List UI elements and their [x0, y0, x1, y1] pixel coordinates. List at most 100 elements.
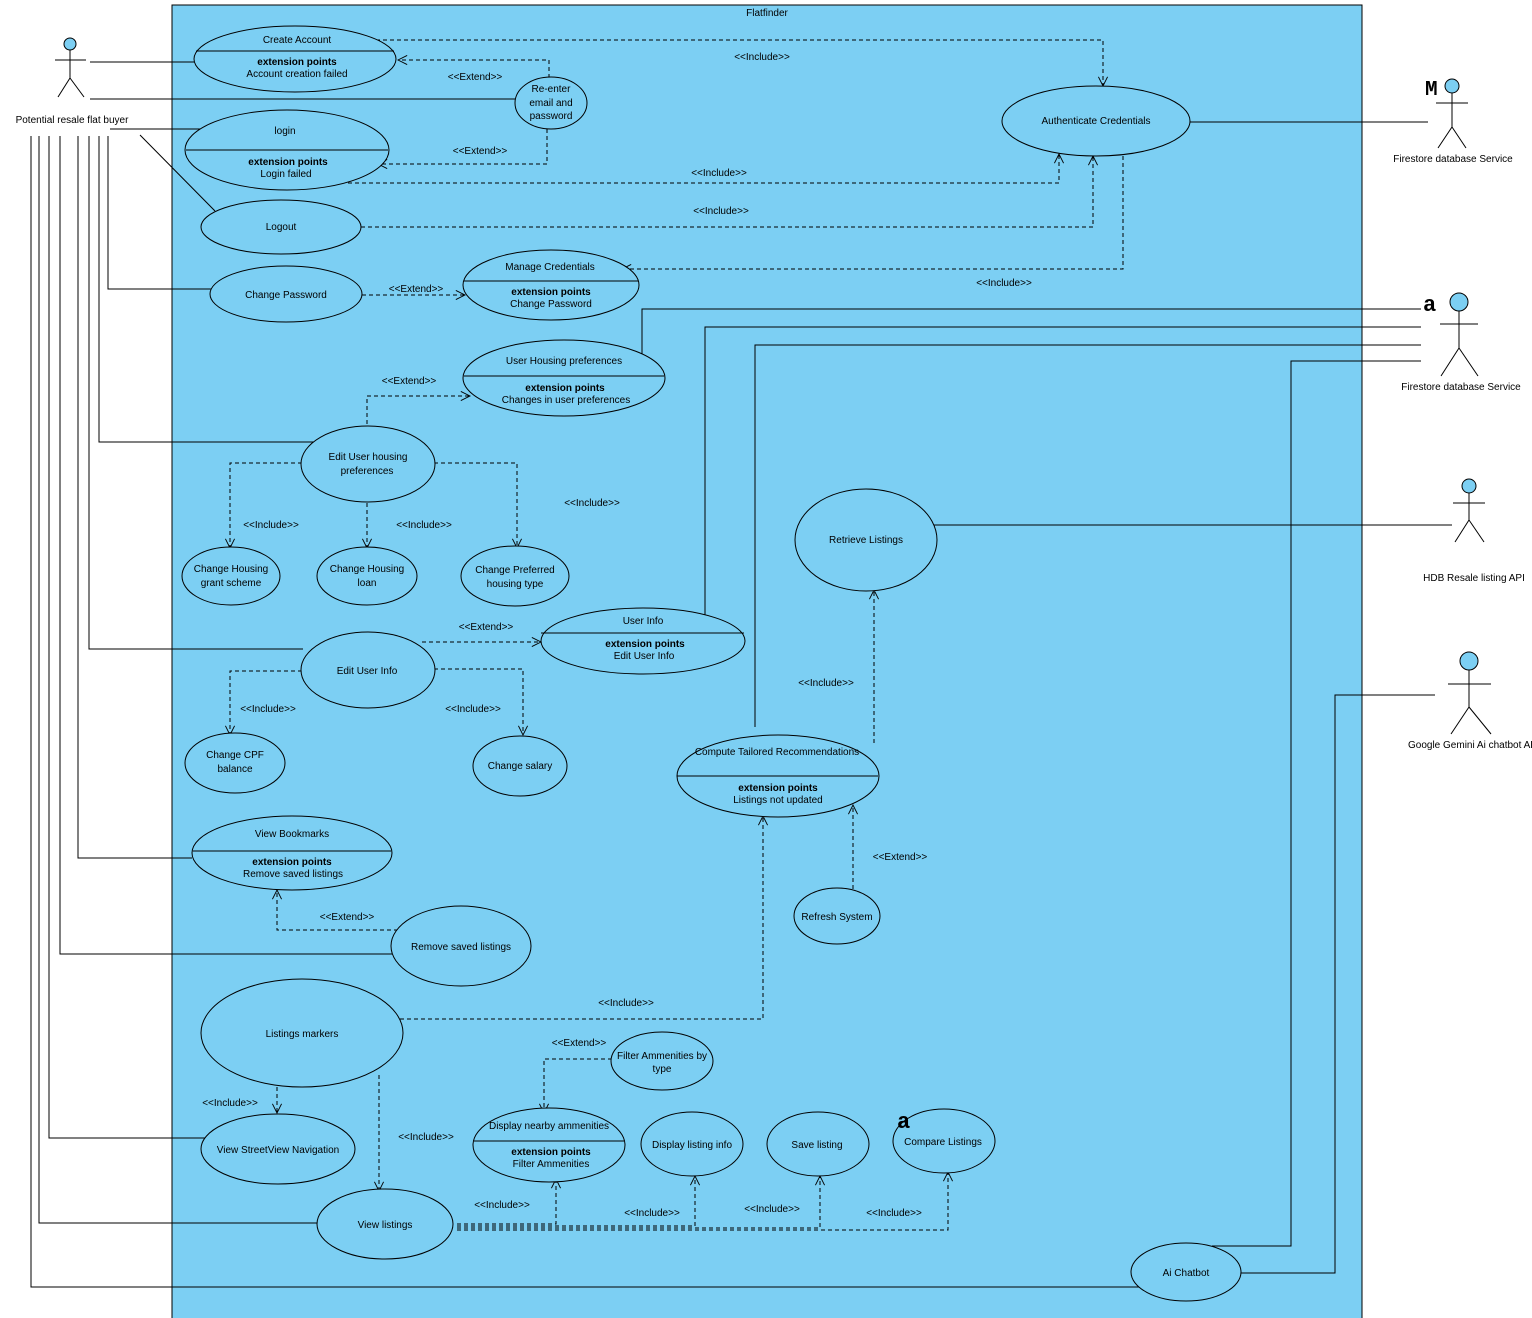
usecase-view-streetview[interactable]: View StreetView Navigation [200, 1113, 356, 1185]
include-label: <<Include>> [798, 678, 854, 689]
usecase-create-account[interactable]: Create Account extension points Account … [193, 25, 397, 93]
svg-text:Change Housing: Change Housing [330, 564, 405, 575]
svg-text:Display listing info: Display listing info [652, 1140, 732, 1151]
usecase-change-housing-loan[interactable]: Change Housing loan [316, 546, 418, 606]
usecase-edit-housing-preferences[interactable]: Edit User housing preferences [300, 425, 436, 503]
include-label: <<Include>> [691, 168, 747, 179]
svg-text:extension points: extension points [511, 1147, 591, 1158]
usecase-change-salary[interactable]: Change salary [472, 735, 568, 797]
include-label: <<Include>> [624, 1208, 680, 1219]
include-label: <<Include>> [398, 1132, 454, 1143]
actor-potential-buyer: Potential resale flat buyer [16, 37, 130, 126]
svg-text:balance: balance [217, 764, 252, 775]
stereotype-labels: <<Include>> <<Extend>> <<Extend>> <<Incl… [202, 52, 1032, 1219]
usecase-save-listing[interactable]: Save listing [766, 1111, 870, 1177]
actor-gemini-api: Google Gemini Ai chatbot API [1408, 651, 1532, 751]
usecase-edit-user-info[interactable]: Edit User Info [300, 631, 436, 709]
svg-text:User Housing preferences: User Housing preferences [506, 356, 622, 367]
svg-text:Change salary: Change salary [488, 761, 552, 772]
svg-text:Create Account: Create Account [263, 35, 332, 46]
svg-text:Filter Ammenities: Filter Ammenities [513, 1159, 590, 1170]
relationships [230, 39, 1124, 1231]
svg-text:Remove saved listings: Remove saved listings [411, 942, 511, 953]
actor-hdb-api: HDB Resale listing API [1423, 478, 1525, 584]
include-label: <<Include>> [564, 498, 620, 509]
usecase-view-bookmarks[interactable]: View Bookmarks extension points Remove s… [191, 815, 393, 891]
actor-firestore-2: a Firestore database Service [1401, 292, 1521, 393]
svg-text:Manage Credentials: Manage Credentials [505, 262, 595, 273]
usecase-view-listings[interactable]: View listings [316, 1188, 454, 1260]
svg-text:Change Password: Change Password [510, 299, 592, 310]
actor-label: Firestore database Service [1393, 154, 1513, 165]
svg-text:Ai Chatbot: Ai Chatbot [1163, 1268, 1210, 1279]
usecase-change-cpf-balance[interactable]: Change CPF balance [184, 732, 286, 794]
usecase-change-password[interactable]: Change Password [209, 265, 363, 323]
svg-text:housing type: housing type [487, 579, 544, 590]
usecase-manage-credentials[interactable]: Manage Credentials extension points Chan… [462, 249, 640, 321]
usecase-listings-markers[interactable]: Listings markers [200, 978, 404, 1088]
svg-text:loan: loan [358, 578, 377, 589]
svg-text:Listings not updated: Listings not updated [733, 795, 823, 806]
external-associations [641, 121, 1452, 1274]
actor-label: Firestore database Service [1401, 382, 1521, 393]
svg-text:Change Preferred: Change Preferred [475, 565, 555, 576]
svg-text:Display nearby ammenities: Display nearby ammenities [489, 1121, 609, 1132]
svg-text:Listings markers: Listings markers [266, 1029, 339, 1040]
usecase-compute-recommendations[interactable]: Compute Tailored Recommendations extensi… [676, 734, 880, 818]
svg-text:Compute Tailored Recommendatio: Compute Tailored Recommendations [695, 747, 859, 758]
usecase-ai-chatbot[interactable]: Ai Chatbot [1130, 1242, 1242, 1302]
usecase-authenticate-credentials[interactable]: Authenticate Credentials [1001, 85, 1191, 157]
svg-text:extension points: extension points [257, 57, 337, 68]
usecase-retrieve-listings[interactable]: Retrieve Listings [794, 488, 938, 592]
svg-text:Changes in user preferences: Changes in user preferences [502, 395, 630, 406]
usecase-logout[interactable]: Logout [200, 199, 362, 255]
svg-text:Edit User Info: Edit User Info [337, 666, 398, 677]
extend-label: <<Extend>> [873, 852, 928, 863]
extend-label: <<Extend>> [453, 146, 508, 157]
usecase-user-housing-preferences[interactable]: User Housing preferences extension point… [462, 339, 666, 417]
svg-text:Save listing: Save listing [791, 1140, 842, 1151]
svg-text:Refresh System: Refresh System [801, 912, 872, 923]
svg-text:View Bookmarks: View Bookmarks [255, 829, 329, 840]
actor-label: HDB Resale listing API [1423, 573, 1525, 584]
usecase-display-nearby-amenities[interactable]: Display nearby ammenities extension poin… [472, 1107, 626, 1183]
usecase-compare-listings[interactable]: Compare Listings a [892, 1108, 996, 1174]
include-label: <<Include>> [240, 704, 296, 715]
usecase-filter-amenities[interactable]: Filter Ammenities by type [610, 1031, 714, 1091]
include-label: <<Include>> [976, 278, 1032, 289]
svg-text:extension points: extension points [248, 157, 328, 168]
svg-text:Compare Listings: Compare Listings [904, 1137, 982, 1148]
svg-text:Change CPF: Change CPF [206, 750, 264, 761]
usecase-reenter-credentials[interactable]: Re-enter email and password [514, 76, 588, 130]
usecase-remove-saved-listings[interactable]: Remove saved listings [390, 905, 532, 987]
svg-text:Re-enter: Re-enter [532, 84, 572, 95]
usecase-change-grant-scheme[interactable]: Change Housing grant scheme [181, 546, 281, 606]
usecase-login[interactable]: login extension points Login failed [184, 109, 390, 191]
buyer-associations [30, 61, 1140, 1288]
include-label: <<Include>> [693, 206, 749, 217]
usecase-display-listing-info[interactable]: Display listing info [640, 1111, 744, 1177]
svg-text:Logout: Logout [266, 222, 297, 233]
usecase-refresh-system[interactable]: Refresh System [793, 887, 881, 945]
include-label: <<Include>> [866, 1208, 922, 1219]
usecase-change-housing-type[interactable]: Change Preferred housing type [460, 545, 570, 607]
svg-text:Authenticate Credentials: Authenticate Credentials [1042, 116, 1151, 127]
svg-text:Account creation failed: Account creation failed [246, 69, 347, 80]
extend-label: <<Extend>> [448, 72, 503, 83]
svg-text:Edit User housing: Edit User housing [329, 452, 408, 463]
include-label: <<Include>> [744, 1204, 800, 1215]
svg-text:Change Housing: Change Housing [194, 564, 269, 575]
include-label: <<Include>> [598, 998, 654, 1009]
svg-text:View StreetView Navigation: View StreetView Navigation [217, 1145, 339, 1156]
actor-firestore-1: M Firestore database Service [1393, 78, 1513, 165]
actor-label: Potential resale flat buyer [16, 115, 130, 126]
system-title: Flatfinder [746, 8, 788, 19]
usecase-user-info[interactable]: User Info extension points Edit User Inf… [540, 607, 746, 675]
svg-text:Edit User Info: Edit User Info [614, 651, 675, 662]
svg-text:preferences: preferences [341, 466, 394, 477]
actor-marker-m: M [1425, 79, 1438, 102]
svg-text:password: password [530, 111, 573, 122]
svg-text:login: login [274, 126, 295, 137]
svg-text:Login failed: Login failed [260, 169, 311, 180]
include-label: <<Include>> [445, 704, 501, 715]
